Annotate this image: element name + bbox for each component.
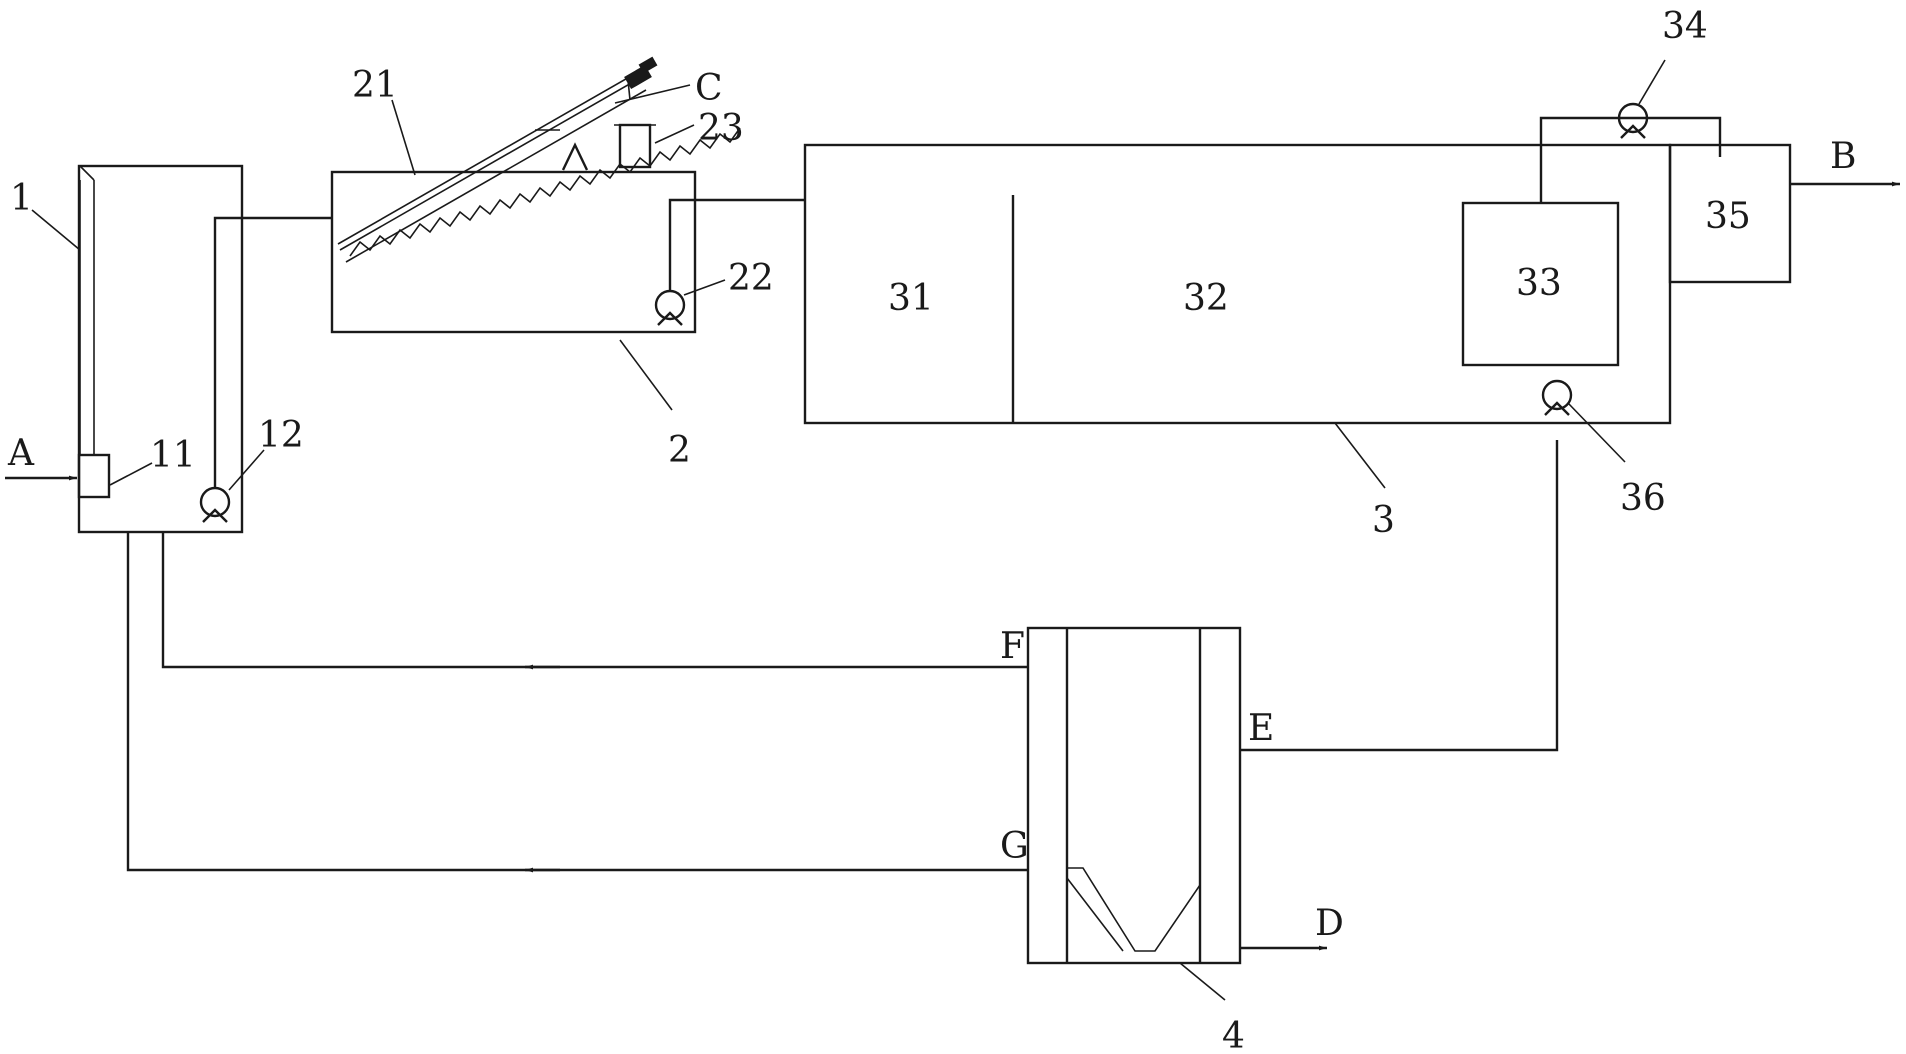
tank-2: [330, 56, 805, 411]
label-pump-22: 22: [728, 258, 774, 299]
label-device-11: 11: [150, 435, 196, 476]
screw-conveyor-21: [337, 56, 741, 263]
tank-35: [1668, 143, 1792, 284]
label-chamber-32: 32: [1183, 278, 1229, 319]
pipe-e: [1240, 440, 1559, 752]
pipe-g: [126, 532, 1028, 872]
label-tank-1: 1: [10, 178, 33, 219]
label-pump-36: 36: [1620, 478, 1666, 519]
label-system-3: 3: [1372, 500, 1395, 541]
system-3: [803, 59, 1900, 489]
label-inlet-a: A: [7, 433, 35, 474]
label-outlet-b: B: [1830, 136, 1856, 177]
label-port-e: E: [1248, 708, 1274, 749]
labels: A B C D E F G 1 11 12 2 21 22 23 3 31 32…: [7, 6, 1856, 1054]
label-tank-35: 35: [1705, 196, 1751, 237]
label-outlet-d: D: [1315, 903, 1344, 944]
connection-pipes: [126, 440, 1559, 873]
label-chamber-31: 31: [888, 278, 934, 319]
label-bucket-23: 23: [698, 108, 744, 149]
pump-34: [1617, 102, 1649, 134]
label-pump-12: 12: [258, 415, 304, 456]
bucket-23: [618, 123, 652, 169]
device-11: [77, 453, 111, 499]
pump-22: [654, 289, 686, 321]
label-tank-2: 2: [668, 430, 691, 471]
pipe-f: [161, 532, 1028, 669]
tank-1: [5, 164, 332, 534]
label-outlet-c: C: [695, 68, 723, 109]
label-port-f: F: [1000, 626, 1025, 667]
pump-12: [199, 486, 231, 518]
label-unit-4: 4: [1222, 1016, 1245, 1054]
label-conveyor-21: 21: [352, 65, 398, 106]
label-port-g: G: [1000, 826, 1029, 867]
pump-36: [1541, 379, 1573, 411]
label-chamber-33: 33: [1516, 263, 1562, 304]
unit-4: [1026, 626, 1327, 1001]
label-pump-34: 34: [1662, 6, 1708, 47]
